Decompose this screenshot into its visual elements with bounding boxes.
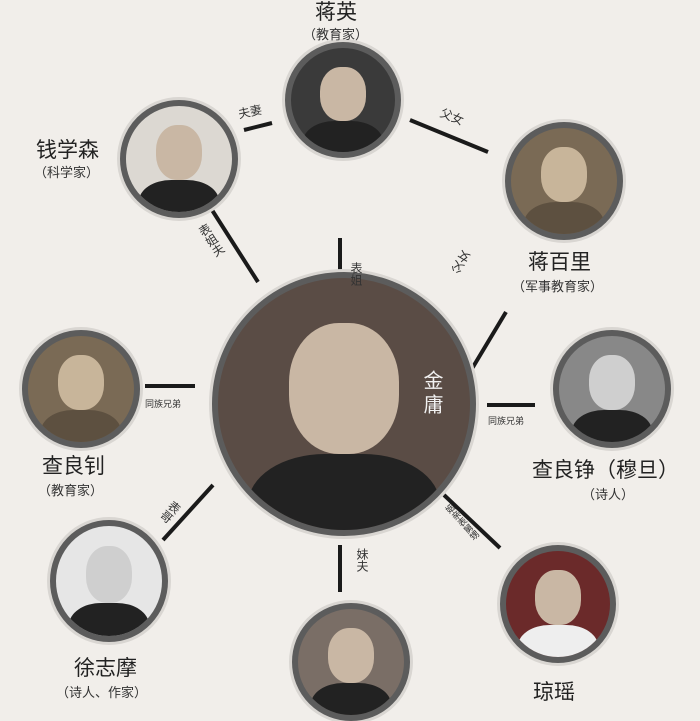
line-qiongyao-center <box>442 493 502 550</box>
photo-qiong-yao <box>500 545 616 663</box>
photo-zha-liangzheng <box>553 330 671 448</box>
photo-qian-xuesen <box>120 100 238 218</box>
line-qian-jiangying <box>243 121 273 132</box>
role-zha-liangzheng: （诗人） <box>582 488 635 503</box>
photo-zha-liangzhao <box>22 330 140 448</box>
photo-jiang-ying <box>285 42 401 158</box>
name-jiang-ying: 蒋英 <box>315 0 357 24</box>
line-qian-center <box>210 208 260 284</box>
role-zha-liangzhao: （教育家） <box>38 484 104 499</box>
center-name: 金庸 <box>420 370 444 418</box>
role-xu-zhimo: （诗人、作家） <box>56 686 148 701</box>
photo-jiang-baili <box>505 122 623 240</box>
line-xu-center <box>161 483 215 542</box>
rel-jiangying-center: 表姐 <box>349 262 363 286</box>
role-jiang-baili: （军事教育家） <box>512 280 604 295</box>
rel-liangzheng-center: 同族兄弟 <box>488 417 525 427</box>
photo-bottom-person <box>292 603 410 721</box>
name-zha-liangzheng: 查良铮（穆旦） <box>532 458 679 482</box>
name-qiong-yao: 琼瑶 <box>533 680 575 704</box>
rel-bottom-center: 妹夫 <box>355 548 369 572</box>
rel-liangzhao-center: 同族兄弟 <box>145 400 182 410</box>
photo-xu-zhimo <box>50 520 168 642</box>
name-jiang-baili: 蒋百里 <box>528 250 591 274</box>
name-xu-zhimo: 徐志摩 <box>74 656 137 680</box>
photo-jin-yong <box>212 272 476 536</box>
role-qian-xuesen: （科学家） <box>34 166 100 181</box>
name-zha-liangzhao: 查良钊 <box>42 454 105 478</box>
name-qian-xuesen: 钱学森 <box>36 138 99 162</box>
role-jiang-ying: （教育家） <box>303 28 369 43</box>
line-jiangying-baili <box>409 118 489 154</box>
